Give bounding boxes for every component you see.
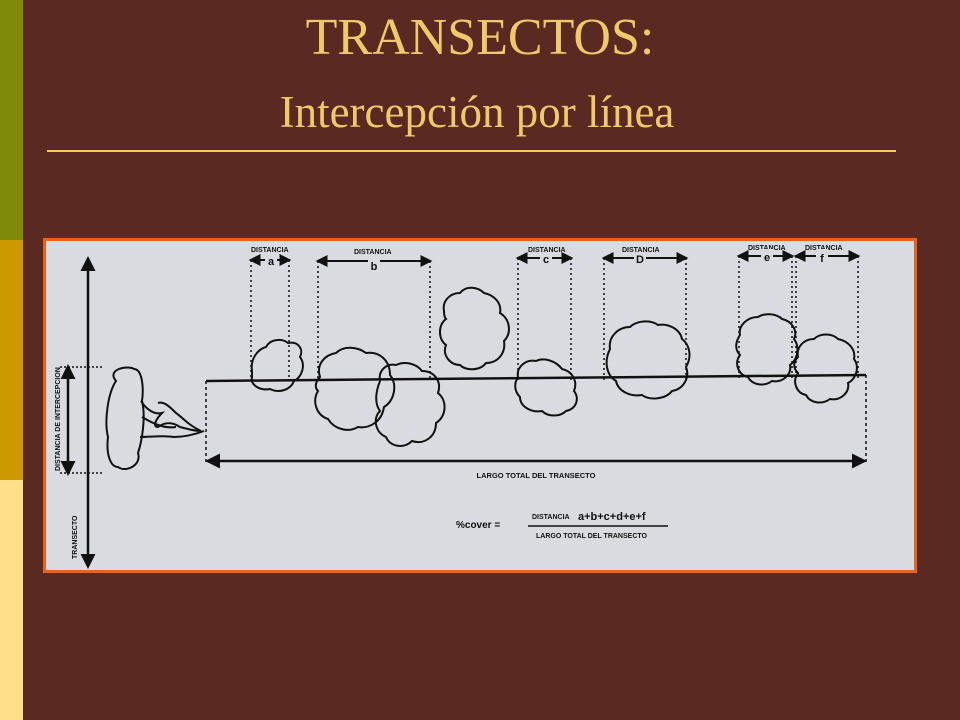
segment-letter-c: c bbox=[543, 254, 549, 266]
distancia-label-a: DISTANCIA bbox=[251, 247, 289, 254]
diagram-canvas: DISTANCIA DE INTERCEPCION TRANSECTO LARG… bbox=[55, 245, 867, 569]
formula-numerator-sum: a+b+c+d+e+f bbox=[578, 511, 646, 523]
plant-shape bbox=[105, 366, 145, 471]
segment-letter-f: f bbox=[820, 253, 824, 265]
distancia-label-f: DISTANCIA bbox=[805, 245, 843, 252]
segment-letter-e: e bbox=[764, 252, 770, 264]
canopy-d bbox=[605, 320, 691, 400]
accent-bar-gold bbox=[0, 240, 23, 480]
canopy-floating bbox=[439, 286, 510, 371]
segment-e: DISTANCIA e bbox=[736, 245, 795, 381]
transect-line bbox=[205, 373, 867, 383]
formula-denominator: LARGO TOTAL DEL TRANSECTO bbox=[536, 533, 648, 540]
canopy-f bbox=[793, 333, 858, 404]
transect-vertical-label: TRANSECTO bbox=[72, 515, 79, 559]
accent-sidebar bbox=[0, 0, 23, 720]
segment-d: DISTANCIA D bbox=[601, 247, 689, 381]
total-length-label: LARGO TOTAL DEL TRANSECTO bbox=[477, 471, 596, 480]
canopy-b1 bbox=[314, 346, 396, 431]
accent-bar-olive bbox=[0, 0, 23, 240]
accent-bar-pale bbox=[0, 480, 23, 720]
segment-letter-a: a bbox=[268, 256, 275, 268]
title-underline bbox=[47, 150, 896, 152]
formula-lhs: %cover = bbox=[456, 520, 500, 531]
segment-letter-b: b bbox=[371, 261, 378, 273]
slide-subtitle: Intercepción por línea bbox=[279, 87, 675, 137]
distancia-label-c: DISTANCIA bbox=[528, 247, 566, 254]
formula-numerator-label: DISTANCIA bbox=[532, 514, 570, 521]
segment-b: DISTANCIA b bbox=[315, 249, 433, 381]
distancia-label-d: DISTANCIA bbox=[622, 247, 660, 254]
distancia-label-b: DISTANCIA bbox=[354, 249, 392, 256]
canopy-c bbox=[514, 358, 578, 417]
intercept-distance-label: DISTANCIA DE INTERCEPCION bbox=[55, 367, 62, 471]
slide-title: TRANSECTOS: bbox=[305, 9, 655, 66]
canopy-a bbox=[250, 338, 304, 392]
segment-f: DISTANCIA f bbox=[793, 245, 861, 381]
segment-a: DISTANCIA a bbox=[248, 247, 292, 381]
segment-letter-d: D bbox=[636, 254, 644, 266]
canopy-e bbox=[735, 313, 799, 386]
segment-c: DISTANCIA c bbox=[515, 247, 574, 381]
canopy-b2 bbox=[374, 362, 446, 447]
transect-diagram: DISTANCIA DE INTERCEPCION TRANSECTO LARG… bbox=[43, 238, 917, 573]
distancia-label-e: DISTANCIA bbox=[748, 245, 786, 252]
